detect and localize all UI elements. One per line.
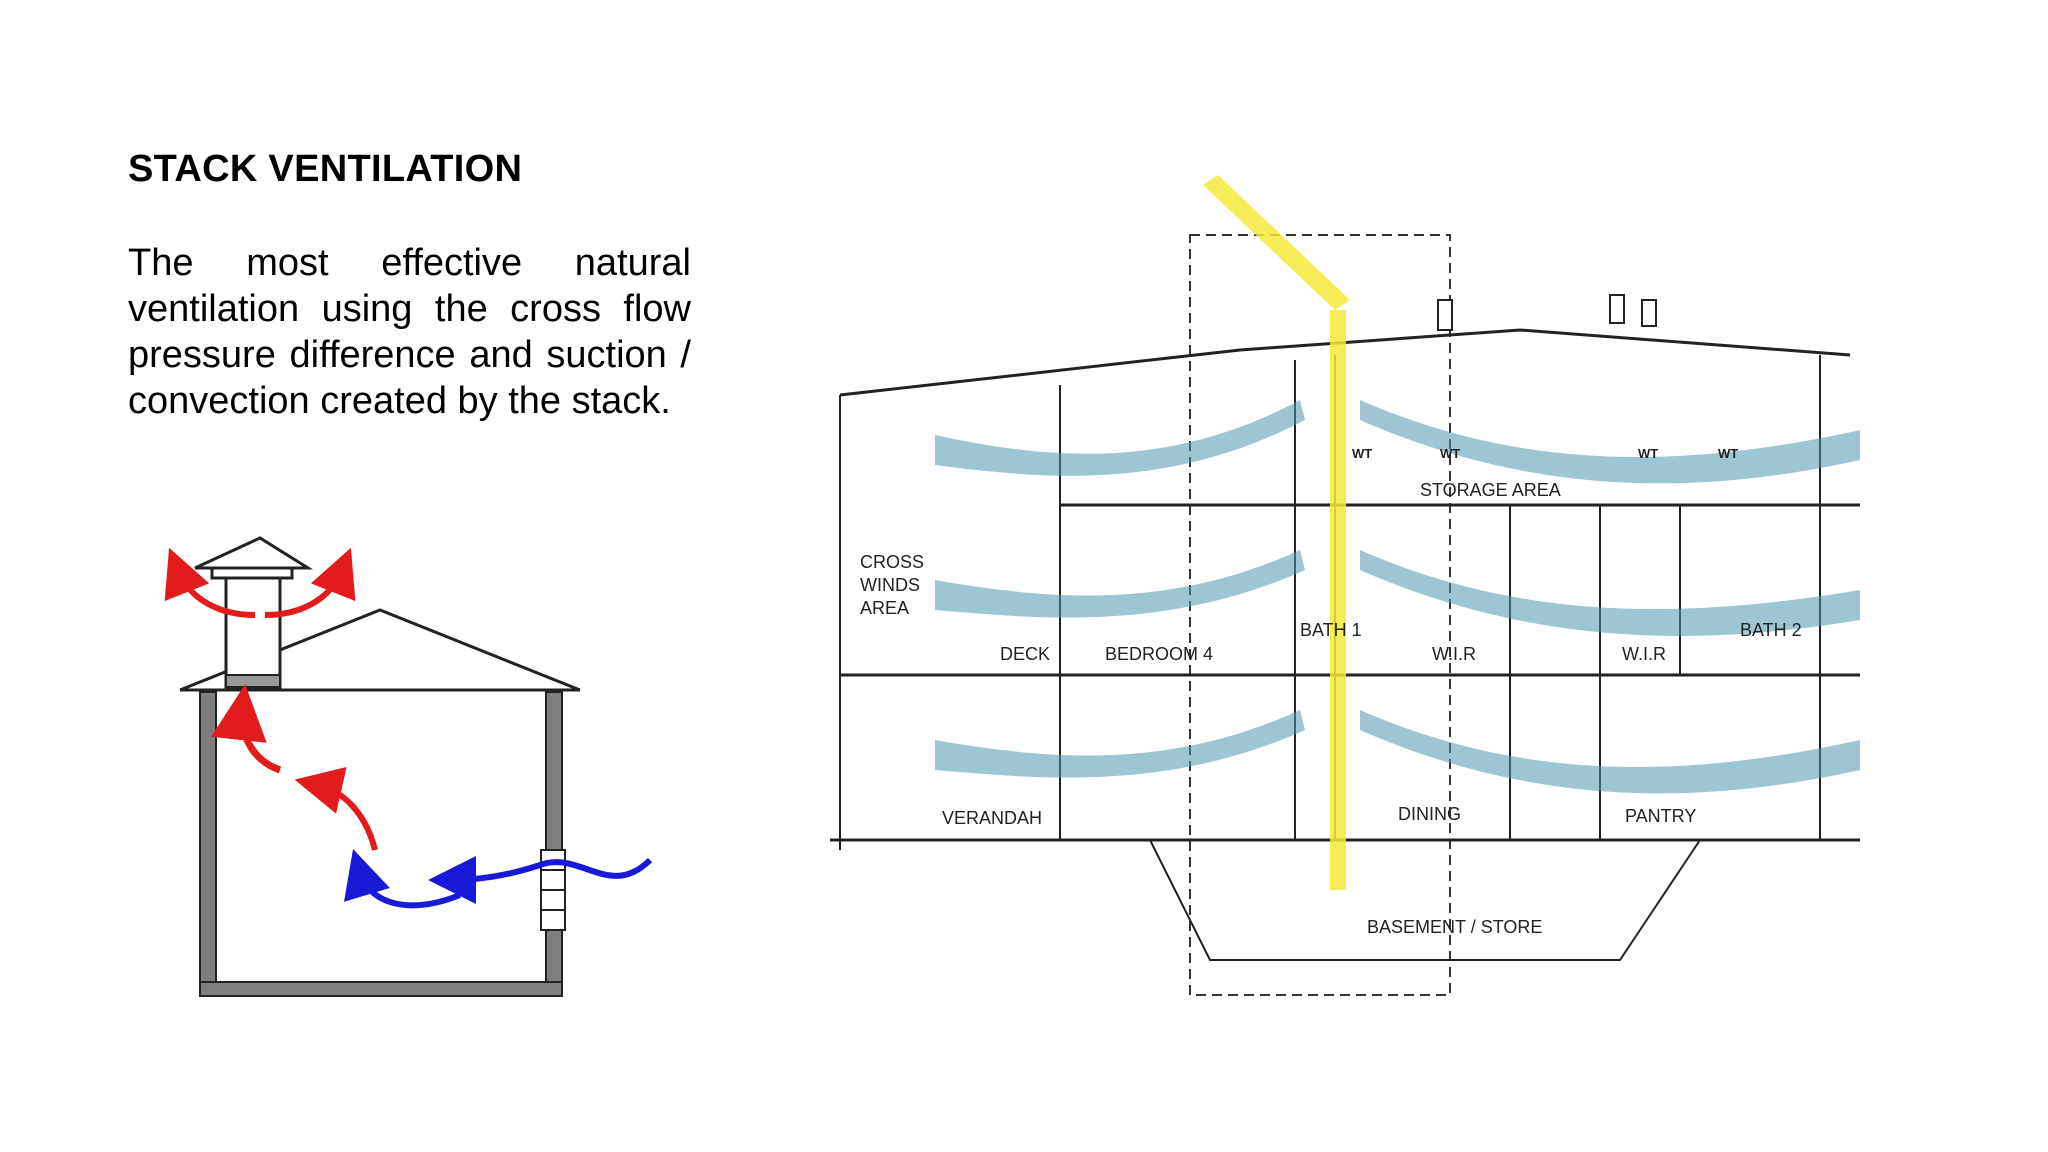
cool-air-arrow-rise	[344, 849, 462, 909]
stack-highlight-diagonal	[1203, 175, 1350, 310]
label-pantry: PANTRY	[1625, 806, 1696, 826]
label-wt-2: WT	[1440, 446, 1460, 461]
label-wir1: W.I.R	[1432, 644, 1476, 664]
label-dining: DINING	[1398, 804, 1461, 824]
label-wt-1: WT	[1352, 446, 1372, 461]
roof-vents	[1437, 294, 1657, 331]
label-wt-3: WT	[1638, 446, 1658, 461]
basement-outline	[1149, 839, 1701, 961]
label-bedroom4: BEDROOM 4	[1105, 644, 1213, 664]
building-section-diagram: CROSS WINDS AREA DECK BEDROOM 4 BATH 1 W…	[830, 175, 1860, 996]
house-stack-diagram	[164, 536, 653, 997]
label-bath1: BATH 1	[1300, 620, 1362, 640]
label-storage: STORAGE AREA	[1420, 480, 1561, 500]
hot-air-arrow-right	[264, 547, 356, 618]
hot-air-arrow-left	[164, 547, 256, 618]
floor	[199, 981, 563, 997]
chimney-stack	[194, 536, 314, 690]
airflow-bands	[935, 400, 1860, 794]
slide-title: STACK VENTILATION	[128, 148, 523, 190]
slide-description: The most effective natural ventilation u…	[128, 242, 691, 422]
label-cross-winds-3: AREA	[860, 598, 909, 618]
label-wir2: W.I.R	[1622, 644, 1666, 664]
label-verandah: VERANDAH	[942, 808, 1042, 828]
label-bath2: BATH 2	[1740, 620, 1802, 640]
stack-highlight-vertical	[1330, 310, 1346, 890]
roof-line	[839, 328, 1851, 397]
label-cross-winds-2: WINDS	[860, 575, 920, 595]
label-deck: DECK	[1000, 644, 1050, 664]
label-cross-winds-1: CROSS	[860, 552, 924, 572]
label-basement: BASEMENT / STORE	[1367, 917, 1542, 937]
cool-air-arrow-in	[428, 855, 653, 904]
stack-zone-outline	[1189, 234, 1451, 996]
hot-air-arrow-rise	[211, 684, 282, 774]
right-wall	[545, 691, 563, 991]
label-wt-4: WT	[1718, 446, 1738, 461]
hot-air-arrow-mid	[294, 766, 378, 851]
left-wall	[199, 691, 217, 991]
